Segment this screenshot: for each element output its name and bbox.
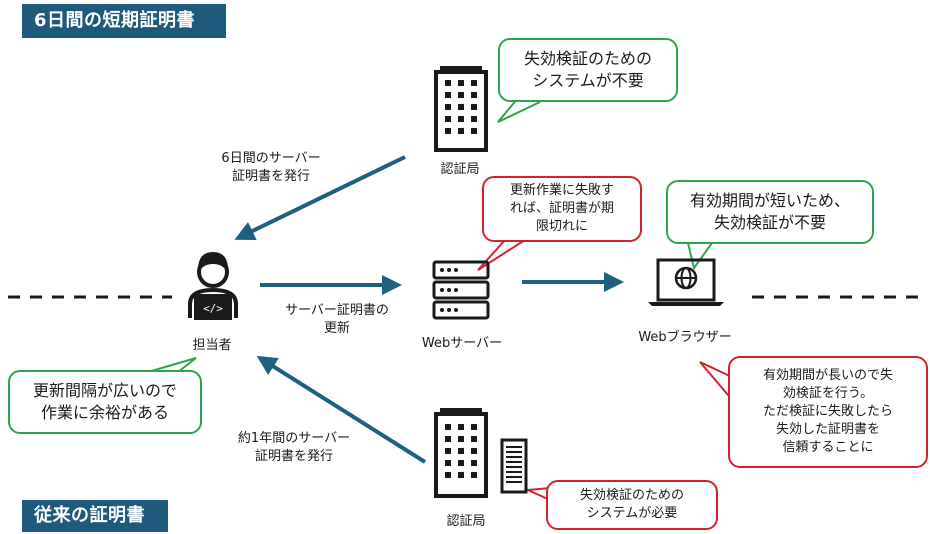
- ca-bottom-label: 認証局: [446, 514, 486, 529]
- tail-long-validity: [699, 361, 735, 403]
- tail-no-revocation-system: [497, 97, 541, 123]
- tail-revocation-system-needed: [524, 487, 551, 501]
- tail-renew-fail: [477, 239, 526, 271]
- web-browser-label: Webブラウザー: [638, 330, 732, 345]
- web-browser-laptop-globe-icon: [648, 258, 724, 306]
- tail-renew-slack: [147, 357, 197, 373]
- conventional-header: 従来の証明書: [22, 500, 168, 532]
- arrow-label-issue-1year: 約1年間のサーバー 証明書を発行: [237, 431, 351, 464]
- bubble-no-revocation-system: 失効検証のための システムが不要: [498, 38, 678, 102]
- web-server-stack-icon: [432, 260, 490, 320]
- arrow-label-renew: サーバー証明書の 更新: [285, 303, 389, 336]
- bubble-revocation-system-needed: 失効検証のための システムが必要: [546, 480, 718, 530]
- ca-bottom-building-icon: [434, 408, 488, 498]
- bubble-renew-slack: 更新間隔が広いので 作業に余裕がある: [8, 370, 202, 434]
- arrow-label-issue-6day: 6日間のサーバー 証明書を発行: [221, 151, 321, 184]
- bubble-renew-fail: 更新作業に失敗す れば、証明書が期 限切れに: [482, 176, 642, 242]
- ca-bottom-server-rack-icon: [500, 438, 528, 494]
- tail-short-validity: [687, 242, 713, 271]
- ca-top-label: 認証局: [440, 162, 480, 177]
- web-server-label: Webサーバー: [421, 336, 503, 351]
- operator-label: 担当者: [192, 338, 232, 353]
- bubble-short-validity: 有効期間が短いため、 失効検証が不要: [666, 180, 874, 244]
- arrow-ca-to-operator-top: [234, 155, 406, 241]
- operator-person-laptop-icon: </>: [188, 252, 238, 320]
- svg-text:</>: </>: [203, 302, 223, 315]
- bubble-long-validity: 有効期間が長いので失 効検証を行う。 ただ検証に失敗したら 失効した証明書を 信…: [728, 356, 928, 468]
- short-term-header: 6日間の短期証明書: [22, 4, 226, 38]
- ca-top-building-icon: [434, 66, 488, 152]
- arrow-ca-to-operator-bottom: [256, 355, 427, 464]
